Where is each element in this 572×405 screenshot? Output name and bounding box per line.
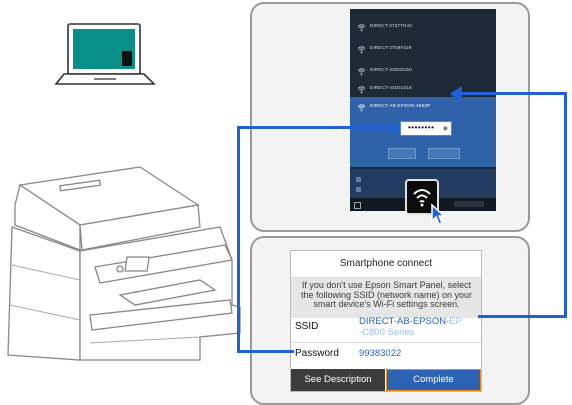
- wifi-network-item[interactable]: DIRECT-2T09F429: [350, 39, 496, 61]
- connector-line: [461, 92, 567, 95]
- password-value: 99383022: [359, 348, 402, 359]
- connector-line: [237, 126, 240, 353]
- start-icon[interactable]: [354, 202, 361, 209]
- smartphone-connect-dialog: Smartphone connect If you don't use Epso…: [290, 250, 482, 392]
- dialog-title: Smartphone connect: [291, 251, 481, 278]
- ssid-value-faded: -C800 Series: [359, 327, 415, 338]
- settings-tile[interactable]: [356, 187, 361, 192]
- wifi-icon: [357, 68, 366, 76]
- arrow-head-icon: [388, 120, 400, 136]
- wifi-password-mask: ••••••••: [408, 123, 435, 132]
- eye-icon[interactable]: ◉: [442, 126, 448, 132]
- wifi-cancel-button[interactable]: [428, 148, 460, 159]
- row-divider: [291, 342, 481, 343]
- wifi-next-button[interactable]: [388, 148, 416, 159]
- wifi-network-name: DIRECT-44D5101E: [370, 85, 413, 90]
- see-description-button[interactable]: See Description: [291, 369, 385, 391]
- ssid-value-faded: EP: [449, 316, 462, 327]
- connector-line: [237, 126, 395, 129]
- wifi-password-field[interactable]: •••••••• ◉: [400, 121, 452, 136]
- printer-icon: [7, 166, 241, 361]
- connector-line: [478, 315, 567, 318]
- wifi-icon: [413, 189, 431, 207]
- laptop-icon: [54, 23, 156, 85]
- wifi-network-name: DIRECT-AB-EPSON-4E53P: [370, 103, 431, 108]
- ssid-value: DIRECT-AB-EPSON-EP -C800 Series: [359, 316, 484, 338]
- arrow-head-icon: [450, 86, 462, 102]
- wifi-network-name: DIRECT-2727TN43: [370, 23, 413, 28]
- wifi-icon: [357, 24, 366, 32]
- ssid-label: SSID: [295, 321, 319, 332]
- wifi-network-name: DIRECT-2T09F429: [370, 45, 412, 50]
- complete-button[interactable]: Complete: [386, 369, 481, 391]
- wifi-network-item[interactable]: DIRECT-2727TN43: [350, 17, 496, 39]
- wifi-network-item[interactable]: DIRECT-44D02150: [350, 61, 496, 83]
- connector-line: [237, 350, 294, 353]
- settings-tile[interactable]: [356, 177, 361, 182]
- cursor-icon: [431, 203, 446, 225]
- password-label: Password: [295, 348, 339, 359]
- wifi-network-name: DIRECT-44D02150: [370, 67, 412, 72]
- connector-line: [564, 92, 567, 318]
- clock-area: [454, 201, 484, 207]
- dialog-message: If you don't use Epson Smart Panel, sele…: [291, 278, 481, 318]
- wifi-icon: [357, 46, 366, 54]
- ssid-value-text: DIRECT-AB-EPSON-: [359, 316, 450, 327]
- wifi-icon: [357, 104, 366, 112]
- wifi-network-item[interactable]: DIRECT-44D5101E: [350, 79, 496, 101]
- wifi-icon: [357, 86, 366, 94]
